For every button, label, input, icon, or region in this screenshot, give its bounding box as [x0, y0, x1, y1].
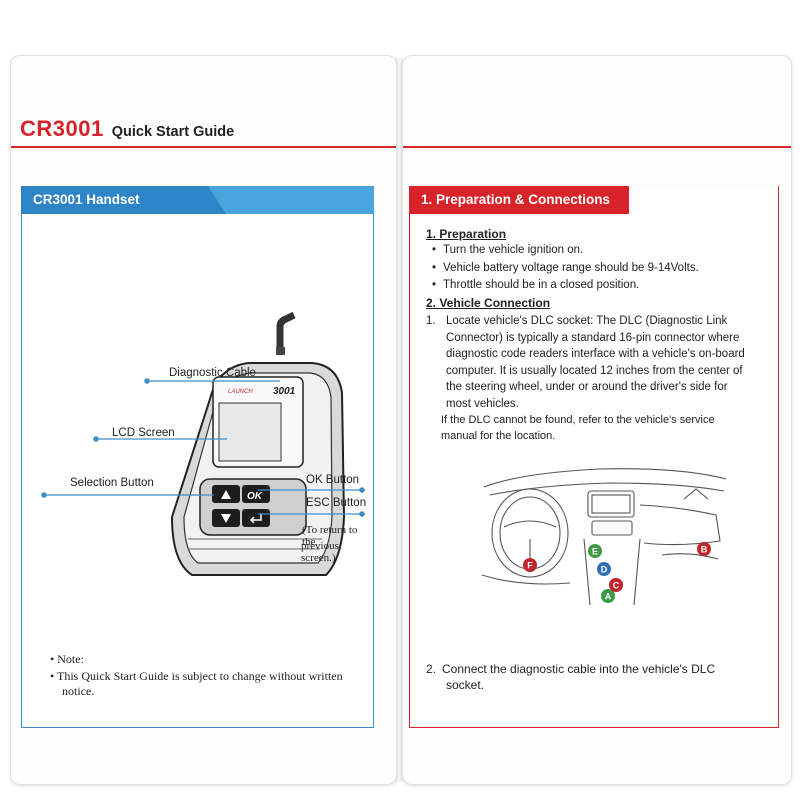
marker-d-icon — [597, 562, 611, 576]
grip-ridges — [188, 538, 322, 550]
list-item: Turn the vehicle ignition on. — [432, 244, 699, 262]
marker-f-label: F — [527, 561, 533, 571]
marker-c-label: C — [613, 581, 620, 591]
guide-name: Quick Start Guide — [111, 124, 235, 140]
guide-title: CR3001 Quick Start Guide — [20, 116, 234, 142]
header-strip — [226, 186, 374, 214]
step-1-text: Locate vehicle's DLC socket: The DLC (Di… — [446, 315, 745, 410]
preparation-list: Turn the vehicle ignition on. Vehicle ba… — [432, 244, 699, 297]
esc-note-line-2: previous screen.) — [301, 540, 339, 564]
connection-title: 2. Vehicle Connection — [426, 296, 551, 310]
note-title: • Note: — [50, 652, 84, 666]
step-1-number: 1. — [426, 315, 436, 327]
lcd-label: LCD Screen — [112, 427, 175, 439]
step-2-number: 2. — [426, 662, 437, 676]
book-gutter — [395, 58, 403, 782]
dashboard-icon — [481, 468, 727, 605]
selection-label: Selection Button — [70, 477, 154, 489]
step-2-text-line-2: socket. — [446, 678, 485, 692]
marker-d-label: D — [601, 565, 608, 575]
left-page: CR3001 Quick Start Guide CR3001 Handset L… — [10, 55, 397, 785]
right-page: 1. Preparation & Connections 1. Preparat… — [402, 55, 792, 785]
list-item: Throttle should be in a closed position. — [432, 279, 699, 297]
step-1: 1. Locate vehicle's DLC socket: The DLC … — [426, 313, 776, 413]
title-rule-right — [403, 146, 791, 148]
note-text-line-1: • This Quick Start Guide is subject to c… — [50, 669, 343, 683]
marker-e-label: E — [592, 547, 598, 557]
cable-label: Diagnostic Cable — [169, 367, 256, 379]
dashboard-illustration: A B C D E F — [481, 468, 727, 605]
preparation-heading: 1. Preparation & Connections — [409, 186, 629, 214]
callout-lines — [41, 378, 365, 517]
marker-a-icon — [601, 589, 615, 603]
marker-e-icon — [588, 544, 602, 558]
step-2-text-line-1: Connect the diagnostic cable into the ve… — [442, 662, 716, 676]
esc-note-line-1: (To return to the — [302, 524, 358, 548]
ok-key-label: OK — [247, 491, 263, 502]
cable-connector — [276, 347, 285, 355]
step-1-note-line-1: If the DLC cannot be found, refer to the… — [441, 414, 715, 426]
title-rule — [11, 146, 396, 148]
preparation-title: 1. Preparation — [426, 227, 507, 241]
handset-section: CR3001 Handset LAUNCH 3001 OK — [21, 186, 374, 728]
marker-f-icon — [523, 558, 537, 572]
dlc-markers: A B C D E F — [523, 542, 711, 603]
marker-b-label: B — [701, 545, 708, 555]
step-1-note-line-2: manual for the location. — [441, 430, 556, 442]
ok-label: OK Button — [306, 474, 360, 486]
device-model: 3001 — [273, 386, 296, 397]
model-name: CR3001 — [20, 116, 104, 141]
esc-label: ESC Button — [306, 497, 367, 509]
cable-icon — [276, 311, 296, 350]
marker-a-label: A — [605, 592, 612, 602]
note-text-line-2: notice. — [62, 684, 95, 698]
lcd-screen-icon — [218, 402, 282, 462]
handset-heading: CR3001 Handset — [21, 186, 226, 214]
list-item: Vehicle battery voltage range should be … — [432, 262, 699, 280]
marker-c-icon — [609, 578, 623, 592]
marker-b-icon — [697, 542, 711, 556]
step-2: 2. Connect the diagnostic cable into the … — [426, 661, 776, 678]
device-brand: LAUNCH — [228, 389, 253, 395]
esc-button-icon — [242, 509, 270, 527]
handset-diagram: LAUNCH 3001 OK — [41, 311, 365, 576]
header-strip-right — [629, 186, 778, 214]
preparation-section: 1. Preparation & Connections 1. Preparat… — [409, 186, 779, 728]
header-slant — [208, 186, 226, 214]
